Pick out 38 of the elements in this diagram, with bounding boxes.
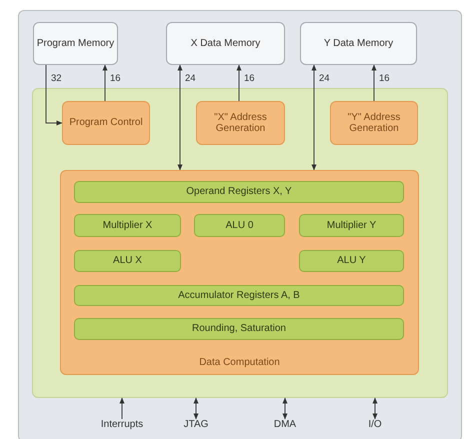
edge-label: 16 [109, 74, 122, 84]
unit-box: "Y" Address Generation [330, 101, 418, 145]
block-title: Data Computation [199, 356, 280, 368]
connector-arrow [236, 64, 242, 102]
register-bar: ALU X [74, 250, 181, 272]
register-bar: ALU Y [299, 250, 404, 272]
edge-label: 16 [243, 74, 256, 84]
core-panel [32, 88, 448, 398]
chip-panel [18, 10, 462, 439]
connector-arrow [194, 398, 198, 420]
unit-box: Program Control [62, 101, 150, 145]
memory-box: Y Data Memory [300, 22, 417, 65]
memory-box: Program Memory [33, 22, 118, 65]
computation-block [60, 170, 419, 375]
signal-label: I/O [358, 419, 392, 433]
register-bar: Multiplier X [74, 214, 181, 237]
signal-label: Interrupts [96, 419, 148, 433]
register-bar: Operand Registers X, Y [74, 181, 404, 203]
connector-arrow [46, 64, 62, 126]
edge-label: 24 [184, 74, 197, 84]
edge-label: 16 [378, 74, 391, 84]
register-bar: Multiplier Y [299, 214, 404, 237]
connector-arrow [282, 398, 288, 420]
connector-arrow [178, 64, 182, 170]
edge-label: 24 [318, 74, 331, 84]
connector-arrow [312, 64, 316, 170]
connector-arrow [120, 398, 124, 420]
register-bar: Accumulator Registers A, B [74, 285, 404, 306]
register-bar: ALU 0 [194, 214, 285, 237]
connector-arrow [102, 64, 108, 102]
connector-arrow [372, 398, 378, 420]
unit-box: "X" Address Generation [196, 101, 285, 145]
edge-label: 32 [50, 74, 63, 84]
signal-label: JTAG [178, 419, 214, 433]
connector-arrow [372, 64, 376, 102]
signal-label: DMA [267, 419, 303, 433]
register-bar: Rounding, Saturation [74, 318, 404, 340]
memory-box: X Data Memory [166, 22, 285, 65]
